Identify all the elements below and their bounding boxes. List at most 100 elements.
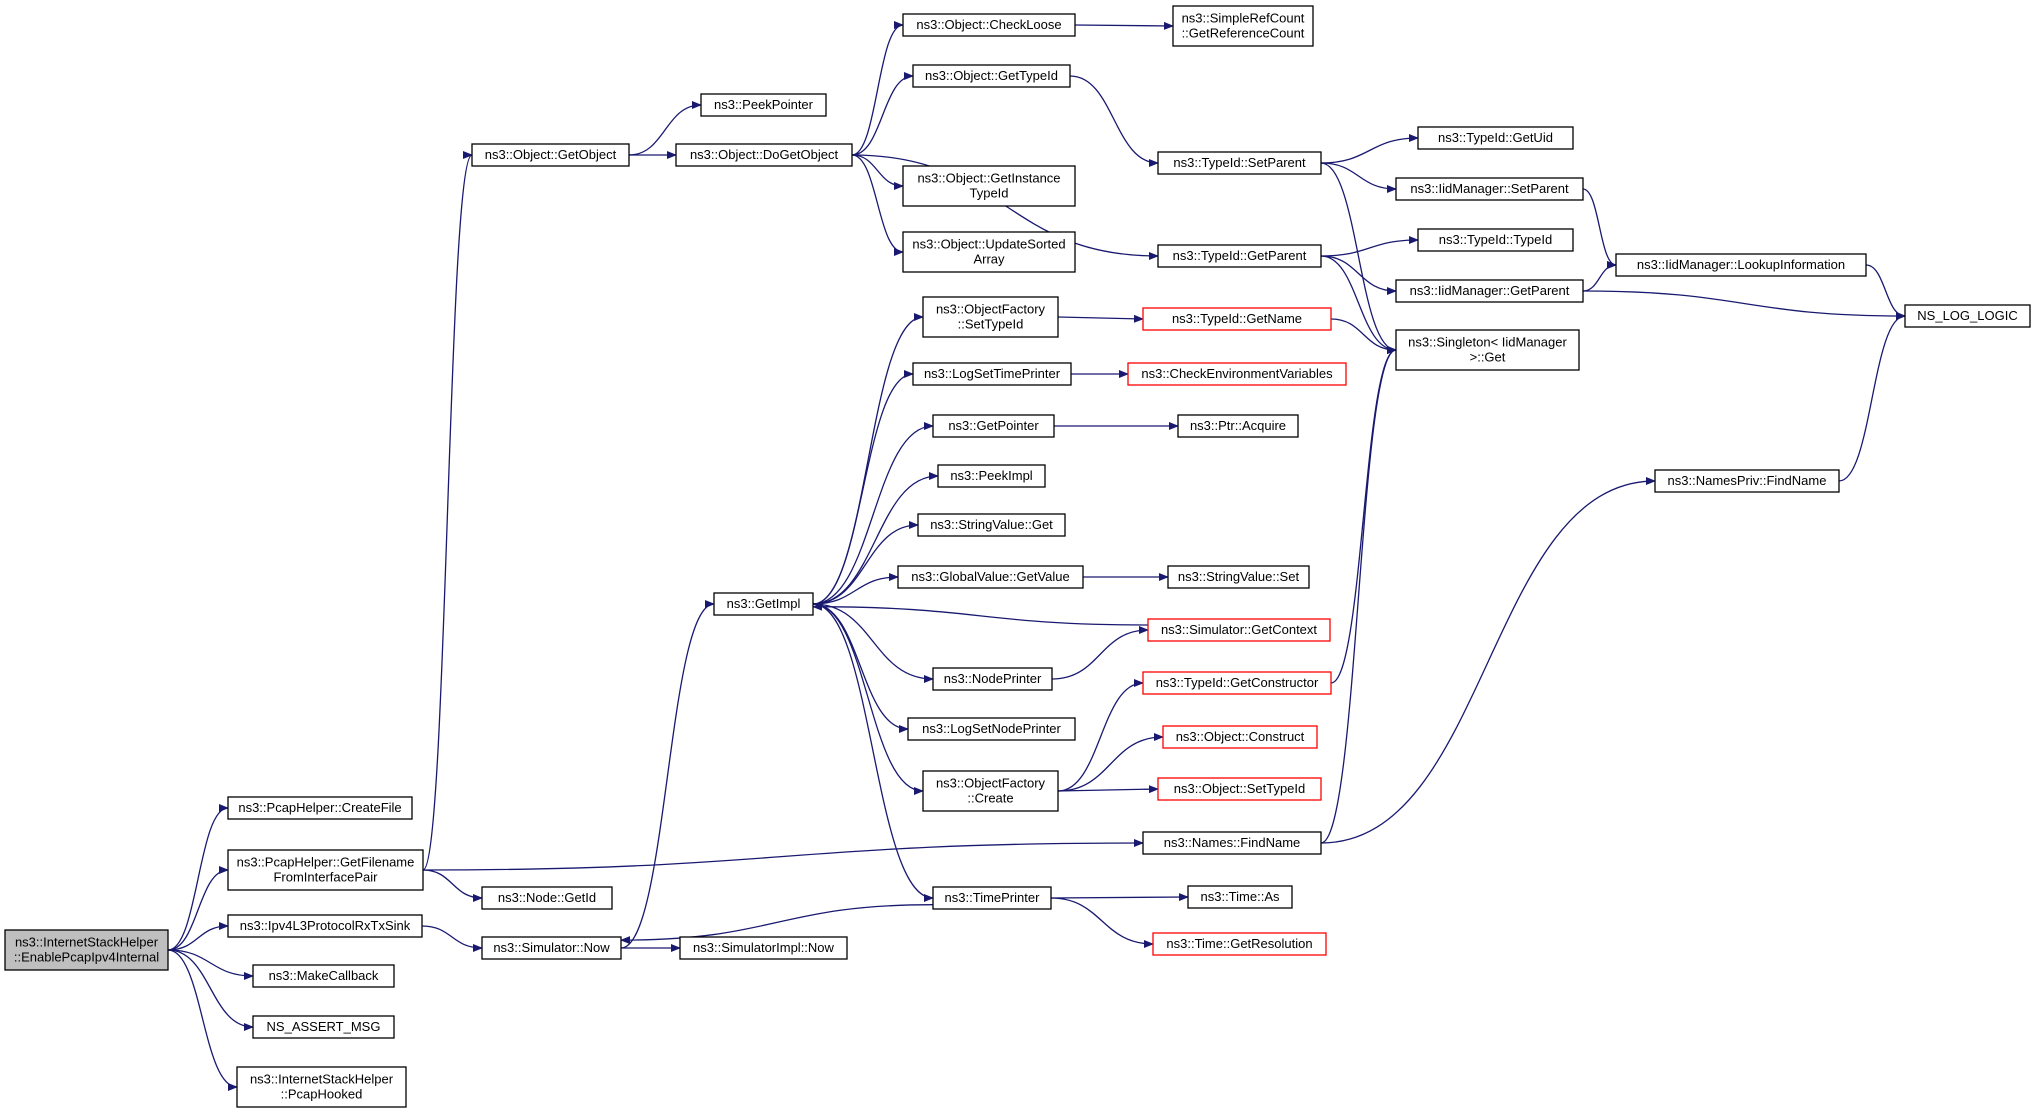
node-ns_assert_msg[interactable]: NS_ASSERT_MSG	[252, 1015, 395, 1039]
node-iidmanager_getparent[interactable]: ns3::IidManager::GetParent	[1395, 279, 1584, 303]
node-nodeprinter[interactable]: ns3::NodePrinter	[932, 667, 1053, 691]
node-time_as[interactable]: ns3::Time::As	[1187, 885, 1293, 909]
node-label: ns3::Ipv4L3ProtocolRxTxSink	[240, 918, 411, 933]
node-ipv4l3_rxtxsink[interactable]: ns3::Ipv4L3ProtocolRxTxSink	[227, 914, 423, 938]
node-label: ns3::LogSetTimePrinter	[924, 366, 1061, 381]
node-label: ns3::IidManager::LookupInformation	[1637, 257, 1845, 272]
edge-simulator_now-to-getimpl	[620, 600, 715, 949]
edge-namespriv_findname-to-ns_log_logic	[1838, 312, 1906, 482]
node-simplerefcount[interactable]: ns3::SimpleRefCount::GetReferenceCount	[1172, 5, 1314, 47]
node-makecallback[interactable]: ns3::MakeCallback	[252, 964, 395, 988]
node-box	[1177, 414, 1299, 438]
node-box	[236, 1066, 407, 1108]
node-typeid_getconstructor[interactable]: ns3::TypeId::GetConstructor	[1142, 671, 1332, 695]
node-object_gettypeid[interactable]: ns3::Object::GetTypeId	[912, 64, 1071, 88]
node-label: ns3::Node::GetId	[498, 890, 596, 905]
node-timeprinter[interactable]: ns3::TimePrinter	[932, 886, 1052, 910]
node-box	[932, 414, 1055, 438]
node-box	[1395, 279, 1584, 303]
node-node_getid[interactable]: ns3::Node::GetId	[481, 886, 613, 910]
node-pcaphooked[interactable]: ns3::InternetStackHelper::PcapHooked	[236, 1066, 407, 1108]
node-object_dogetobject[interactable]: ns3::Object::DoGetObject	[675, 143, 853, 167]
node-namespriv_findname[interactable]: ns3::NamesPriv::FindName	[1654, 469, 1840, 493]
node-object_checkloose[interactable]: ns3::Object::CheckLoose	[902, 13, 1076, 37]
edge-objectfactory_create-to-typeid_getconstructor	[1057, 679, 1144, 792]
edge-object_gettypeid-to-typeid_setparent	[1069, 75, 1159, 167]
node-label: ns3::Names::FindName	[1164, 835, 1301, 850]
edge-root-to-makecallback	[167, 949, 254, 980]
node-typeid_getname[interactable]: ns3::TypeId::GetName	[1142, 307, 1332, 331]
node-singleton_get[interactable]: ns3::Singleton< IidManager >::Get	[1395, 329, 1580, 371]
edge-nodeprinter-to-simulator_getcontext	[1051, 626, 1149, 680]
node-label: >::Get	[1470, 350, 1506, 365]
node-object_getobject[interactable]: ns3::Object::GetObject	[471, 143, 630, 167]
node-simulatorimpl_now[interactable]: ns3::SimulatorImpl::Now	[679, 936, 848, 960]
node-simulator_getcontext[interactable]: ns3::Simulator::GetContext	[1147, 618, 1331, 642]
node-label: ns3::Object::UpdateSorted	[912, 237, 1065, 252]
node-getpointer[interactable]: ns3::GetPointer	[932, 414, 1055, 438]
edge-root-to-pcap_createfile	[167, 804, 229, 951]
node-typeid_getuid[interactable]: ns3::TypeId::GetUid	[1417, 126, 1574, 150]
node-label: ns3::PcapHelper::GetFilename	[237, 855, 415, 870]
edge-object_getobject-to-peekpointer	[628, 101, 702, 156]
node-ptr_acquire[interactable]: ns3::Ptr::Acquire	[1177, 414, 1299, 438]
node-time_getresolution[interactable]: ns3::Time::GetResolution	[1152, 932, 1327, 956]
edge-object_checkloose-to-simplerefcount	[1074, 21, 1174, 30]
node-logsettimeprinter[interactable]: ns3::LogSetTimePrinter	[912, 362, 1072, 386]
node-names_findname[interactable]: ns3::Names::FindName	[1142, 831, 1322, 855]
node-label: TypeId	[969, 186, 1008, 201]
edge-getimpl-to-stringvalue_get	[812, 521, 919, 605]
node-root[interactable]: ns3::InternetStackHelper::EnablePcapIpv4…	[4, 929, 169, 971]
node-box	[932, 667, 1053, 691]
node-label: ::EnablePcapIpv4Internal	[14, 950, 159, 965]
node-label: Array	[973, 252, 1005, 267]
node-label: ns3::TypeId::TypeId	[1439, 232, 1552, 247]
node-logsetnodeprinter[interactable]: ns3::LogSetNodePrinter	[907, 717, 1076, 741]
node-box	[1904, 304, 2031, 328]
node-iidmanager_lookupinfo[interactable]: ns3::IidManager::LookupInformation	[1615, 253, 1867, 277]
edge-pcap_getfilename-to-node_getid	[422, 869, 483, 902]
node-checkenvvars[interactable]: ns3::CheckEnvironmentVariables	[1127, 362, 1347, 386]
node-box	[912, 362, 1072, 386]
node-box	[1127, 362, 1347, 386]
node-stringvalue_set[interactable]: ns3::StringValue::Set	[1167, 565, 1310, 589]
edge-pcap_getfilename-to-object_getobject	[422, 151, 473, 871]
node-box	[252, 1015, 395, 1039]
node-box	[902, 165, 1076, 207]
node-ns_log_logic[interactable]: NS_LOG_LOGIC	[1904, 304, 2031, 328]
edge-root-to-ns_assert_msg	[167, 949, 254, 1031]
node-peekpointer[interactable]: ns3::PeekPointer	[700, 93, 827, 117]
edge-simulator_getcontext-to-getimpl	[812, 602, 1149, 626]
node-box	[1167, 565, 1310, 589]
node-objectfactory_settypeid[interactable]: ns3::ObjectFactory::SetTypeId	[922, 296, 1059, 338]
function-nodes: ns3::InternetStackHelper::EnablePcapIpv4…	[4, 5, 2031, 1108]
node-globalvalue_getvalue[interactable]: ns3::GlobalValue::GetValue	[897, 565, 1084, 589]
node-label: ::Create	[967, 791, 1013, 806]
node-peekimpl[interactable]: ns3::PeekImpl	[937, 464, 1046, 488]
node-pcap_createfile[interactable]: ns3::PcapHelper::CreateFile	[227, 796, 413, 820]
node-typeid_typeid[interactable]: ns3::TypeId::TypeId	[1417, 228, 1574, 252]
node-getimpl[interactable]: ns3::GetImpl	[713, 592, 814, 616]
node-label: ::GetReferenceCount	[1182, 26, 1305, 41]
node-iidmanager_setparent[interactable]: ns3::IidManager::SetParent	[1395, 177, 1584, 201]
node-label: ns3::Time::As	[1201, 889, 1280, 904]
node-label: ns3::TypeId::GetConstructor	[1156, 675, 1319, 690]
node-box	[1142, 831, 1322, 855]
node-typeid_getparent[interactable]: ns3::TypeId::GetParent	[1157, 244, 1322, 268]
node-objectfactory_create[interactable]: ns3::ObjectFactory::Create	[922, 770, 1059, 812]
node-label: ns3::ObjectFactory	[936, 776, 1046, 791]
node-box	[1157, 244, 1322, 268]
node-stringvalue_get[interactable]: ns3::StringValue::Get	[917, 513, 1066, 537]
node-typeid_setparent[interactable]: ns3::TypeId::SetParent	[1157, 151, 1322, 175]
node-box	[922, 770, 1059, 812]
node-simulator_now[interactable]: ns3::Simulator::Now	[481, 936, 622, 960]
node-box	[912, 64, 1071, 88]
node-label: ns3::TypeId::GetUid	[1438, 130, 1553, 145]
node-label: ns3::TypeId::SetParent	[1173, 155, 1306, 170]
node-label: ns3::StringValue::Get	[930, 517, 1053, 532]
node-pcap_getfilename[interactable]: ns3::PcapHelper::GetFilenameFromInterfac…	[227, 849, 424, 891]
node-object_settypeid[interactable]: ns3::Object::SetTypeId	[1157, 777, 1322, 801]
node-object_construct[interactable]: ns3::Object::Construct	[1162, 725, 1318, 749]
